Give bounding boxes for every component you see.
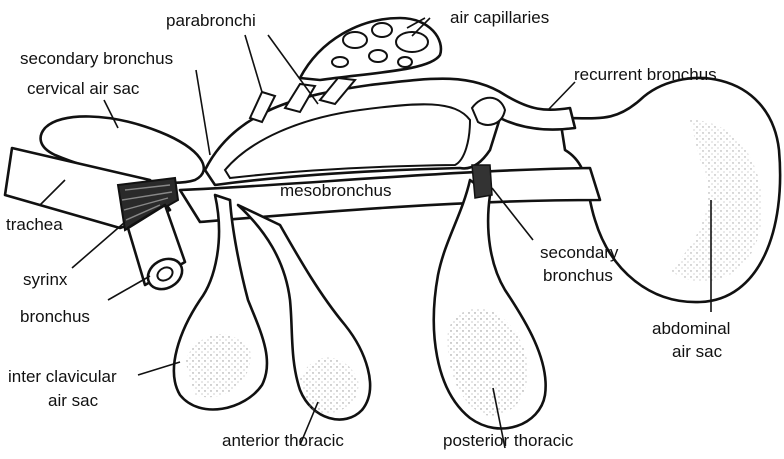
label-recurrent-bronchus: recurrent bronchus: [574, 65, 717, 84]
label-parabronchi: parabronchi: [166, 11, 256, 30]
label-posterior-thoracic: posterior thoracic: [443, 431, 574, 450]
label-secondary-bronchus-right-2: bronchus: [543, 266, 613, 285]
label-mesobronchus: mesobronchus: [280, 181, 392, 200]
label-abdominal-2: air sac: [672, 342, 723, 361]
label-inter-clavicular-1: inter clavicular: [8, 367, 117, 386]
label-air-capillaries: air capillaries: [450, 8, 549, 27]
label-syrinx: syrinx: [23, 270, 68, 289]
label-cervical-air-sac: cervical air sac: [27, 79, 140, 98]
posterior-thoracic-air-sac: [434, 180, 546, 428]
label-secondary-bronchus-right-1: secondary: [540, 243, 619, 262]
label-abdominal-1: abdominal: [652, 319, 730, 338]
label-inter-clavicular-2: air sac: [48, 391, 99, 410]
secondary-bronchus-right: [472, 165, 492, 198]
label-trachea: trachea: [6, 215, 63, 234]
label-secondary-bronchus-top: secondary bronchus: [20, 49, 173, 68]
inter-clavicular-air-sac: [174, 195, 267, 409]
label-bronchus: bronchus: [20, 307, 90, 326]
label-anterior-thoracic: anterior thoracic: [222, 431, 344, 450]
